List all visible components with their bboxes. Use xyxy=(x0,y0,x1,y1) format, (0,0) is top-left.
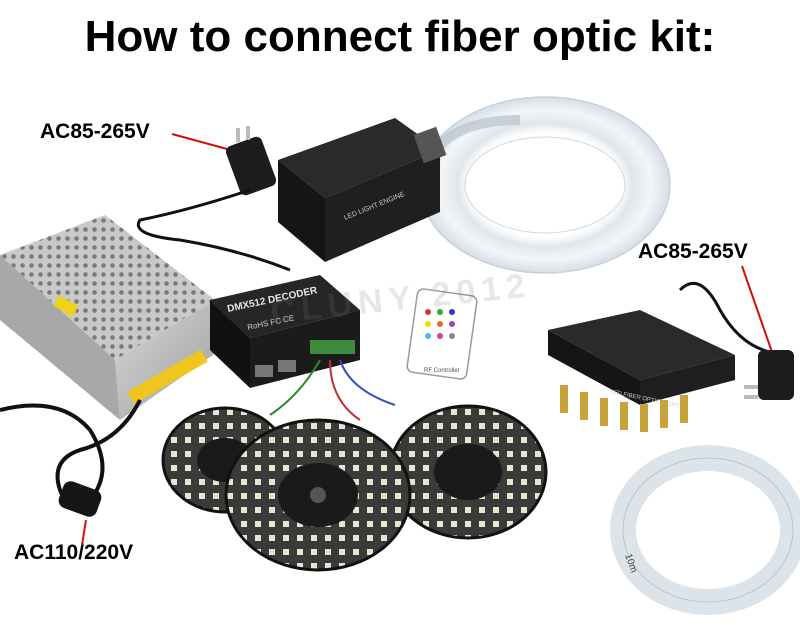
ac-power-cord xyxy=(0,399,142,517)
led-strip-reel-right xyxy=(388,404,548,540)
remote-label: RF Controller xyxy=(424,368,460,374)
led-fiber-optic-light-box: LED FIBER OPTIC LIGHT xyxy=(548,310,735,432)
power-adapter-top xyxy=(136,126,291,272)
led-strip-reel-center xyxy=(224,418,412,572)
rj45-port-2 xyxy=(278,360,296,372)
fiber-coil-large xyxy=(419,96,671,274)
led-light-engine: LED LIGHT ENGINE xyxy=(278,118,447,262)
fiber-coil-small: 10m xyxy=(610,445,800,615)
terminal-block xyxy=(310,340,355,354)
rf-remote: RF Controller xyxy=(406,288,478,380)
rj45-port-1 xyxy=(255,365,273,377)
arrow-right xyxy=(741,265,773,353)
arrow-bottom-left xyxy=(81,519,87,546)
label-ac110-220v: AC110/220V xyxy=(14,541,134,564)
label-ac85-265v-right: AC85-265V xyxy=(638,240,748,263)
power-supply-unit xyxy=(0,215,220,420)
page-title: How to connect fiber optic kit: xyxy=(84,12,716,61)
power-adapter-right xyxy=(678,281,794,400)
dmx512-decoder: DMX512 DECODER RoHS FC CE xyxy=(210,275,360,388)
label-ac85-265v-top: AC85-265V xyxy=(40,120,150,143)
